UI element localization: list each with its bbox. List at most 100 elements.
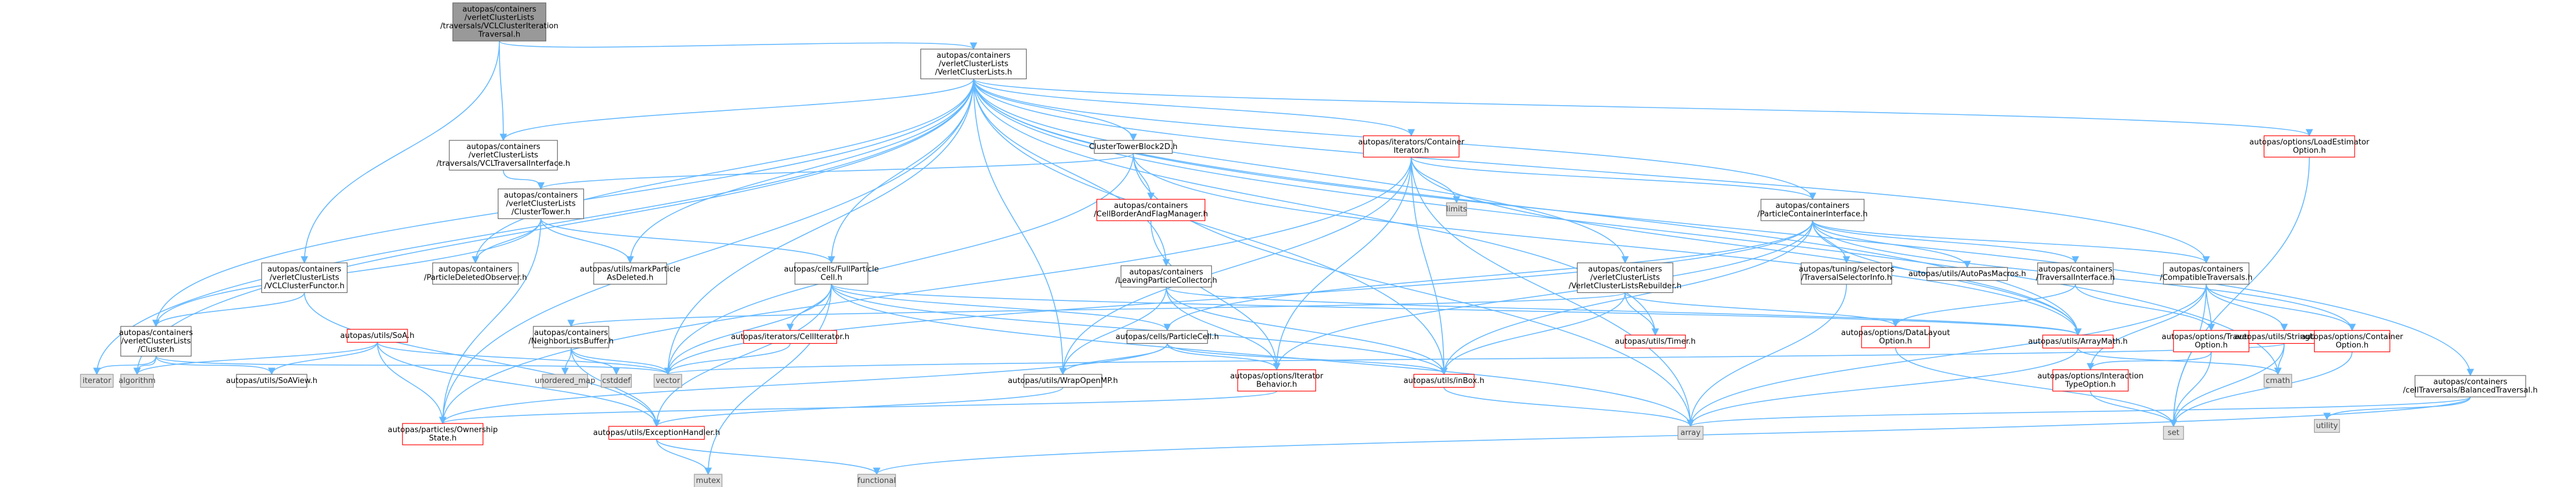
- node-label-line: autopas/options/Container: [2301, 333, 2404, 341]
- edge-pcell-to-inbox: [1167, 343, 1448, 376]
- edge-root-to-vclfunctor: [301, 40, 500, 264]
- node-inbox[interactable]: autopas/utils/inBox.h: [1404, 374, 1485, 388]
- node-cluster[interactable]: autopas/containers/verletClusterLists/Cl…: [119, 326, 193, 357]
- node-autopasmacros[interactable]: autopas/utils/AutoPasMacros.h: [1908, 267, 2026, 281]
- node-box: [857, 474, 896, 487]
- node-nlb[interactable]: autopas/containers/NeighborListsBuffer.h: [528, 326, 613, 348]
- edge-inbox-to-array: [1444, 387, 1694, 427]
- node-box: [261, 262, 348, 293]
- node-label-line: autopas/utils/StringUtils.h: [2234, 333, 2334, 341]
- node-soaview[interactable]: autopas/utils/SoAView.h: [226, 374, 317, 388]
- node-array: array: [1677, 426, 1704, 440]
- node-leaving[interactable]: autopas/containers/LeavingParticleCollec…: [1115, 265, 1217, 288]
- node-box: [1624, 334, 1686, 349]
- node-label-line: autopas/options/LoadEstimator: [2249, 138, 2370, 147]
- node-label-line: autopas/utils/markParticle: [580, 265, 680, 274]
- node-wrapomp[interactable]: autopas/utils/WrapOpenMP.h: [1008, 374, 1118, 388]
- node-soa[interactable]: autopas/utils/SoA.h: [340, 329, 414, 343]
- node-label-line: autopas/utils/WrapOpenMP.h: [1008, 377, 1118, 385]
- edge-exhandler-to-functional: [656, 439, 880, 475]
- edge-vcl-to-arraymath: [973, 79, 2082, 336]
- edge-balanced-to-utility: [2323, 396, 2471, 421]
- edge-vcl-to-vclti: [499, 79, 974, 142]
- node-vclti[interactable]: autopas/containers/verletClusterLists/tr…: [436, 140, 570, 171]
- node-box: [2042, 334, 2114, 349]
- edge-tower-to-cluster: [152, 218, 542, 328]
- node-tower[interactable]: autopas/containers/verletClusterLists/Cl…: [498, 188, 584, 220]
- edge-compat-to-strutils: [2205, 284, 2288, 332]
- edge-pcell-to-ownership: [439, 343, 1168, 425]
- edge-strutils-to-vector: [665, 343, 2285, 376]
- edge-cluster-to-soaview: [155, 356, 276, 376]
- node-box: [1096, 199, 1205, 221]
- node-box: [542, 374, 589, 388]
- node-label-line: limits: [1446, 205, 1467, 214]
- node-compat[interactable]: autopas/containers/CompatibleTraversals.…: [2160, 262, 2252, 285]
- node-pcell[interactable]: autopas/cells/ParticleCell.h: [1116, 330, 1219, 344]
- node-label-line: Option.h: [2293, 147, 2326, 155]
- node-balanced[interactable]: autopas/containers/cellTraversals/Balanc…: [2403, 375, 2538, 397]
- node-label-line: autopas/options/Iterator: [1230, 372, 1324, 381]
- edge-vcl-to-loadest: [973, 78, 2313, 137]
- node-box: [402, 423, 484, 445]
- node-timer[interactable]: autopas/utils/Timer.h: [1615, 334, 1696, 349]
- node-rebuilder[interactable]: autopas/containers/verletClusterLists/Ve…: [1568, 262, 1682, 293]
- node-box: [2314, 419, 2340, 433]
- node-arraymath[interactable]: autopas/utils/ArrayMath.h: [2028, 334, 2127, 349]
- node-ctb2d[interactable]: ClusterTowerBlock2D.h: [1089, 140, 1178, 154]
- node-exhandler[interactable]: autopas/utils/ExceptionHandler.h: [593, 426, 720, 440]
- edge-iterbeh-to-ownership: [439, 391, 1278, 425]
- node-label-line: /NeighborListsBuffer.h: [528, 337, 613, 346]
- edge-soa-to-vector: [376, 342, 672, 376]
- node-label-line: /cellTraversals/BalancedTraversal.h: [2403, 386, 2538, 395]
- node-tsi[interactable]: autopas/tuning/selectors/TraversalSelect…: [1799, 262, 1894, 285]
- node-pci[interactable]: autopas/containers/ParticleContainerInte…: [1757, 199, 1868, 221]
- node-box: [2163, 426, 2184, 440]
- node-box: [920, 49, 1027, 80]
- edge-compat-to-set: [2170, 284, 2207, 427]
- node-label-line: /verletClusterLists: [269, 274, 339, 282]
- node-box: [1363, 135, 1460, 158]
- node-label-line: /Cluster.h: [138, 345, 174, 354]
- edge-soa-to-algorithm: [133, 342, 378, 376]
- node-vclfunctor[interactable]: autopas/containers/verletClusterLists/VC…: [261, 262, 348, 293]
- node-box: [2037, 262, 2114, 285]
- node-cbfm[interactable]: autopas/containers/CellBorderAndFlagMana…: [1094, 199, 1208, 221]
- node-label-line: Behavior.h: [1256, 381, 1297, 389]
- node-root[interactable]: autopas/containers/verletClusterLists/tr…: [441, 2, 558, 42]
- node-label-line: State.h: [429, 434, 457, 443]
- edge-exhandler-to-mutex: [656, 439, 712, 475]
- node-strutils[interactable]: autopas/utils/StringUtils.h: [2234, 330, 2334, 344]
- node-pdo[interactable]: autopas/containers/ParticleDeletedObserv…: [424, 262, 527, 285]
- node-label-line: autopas/utils/AutoPasMacros.h: [1908, 270, 2026, 278]
- node-celliter[interactable]: autopas/iterators/CellIterator.h: [731, 330, 849, 344]
- edge-fullcell-to-vector: [664, 284, 832, 376]
- node-utility: utility: [2314, 419, 2340, 433]
- node-vcl[interactable]: autopas/containers/verletClusterLists/Ve…: [920, 49, 1027, 80]
- node-box: [1023, 374, 1102, 388]
- edge-vcl-to-wrapomp: [973, 79, 1067, 376]
- node-travif[interactable]: autopas/containers/TraversalInterface.h: [2036, 262, 2115, 285]
- node-label-line: cstddef: [602, 377, 631, 385]
- node-label-line: /traversals/VCLClusterIteration: [441, 22, 558, 31]
- node-label-line: algorithm: [119, 377, 156, 385]
- edge-vcl-to-iterator: [93, 79, 974, 376]
- node-label-line: Option.h: [2195, 341, 2228, 350]
- node-label-line: autopas/options/Traversal: [2162, 333, 2260, 341]
- node-box: [794, 262, 868, 285]
- node-label-line: Cell.h: [820, 274, 842, 282]
- edge-vcl-to-contiter: [973, 79, 1415, 137]
- edge-leaving-to-iterbeh: [1165, 287, 1280, 371]
- edge-travif-to-travopt: [2075, 284, 2215, 332]
